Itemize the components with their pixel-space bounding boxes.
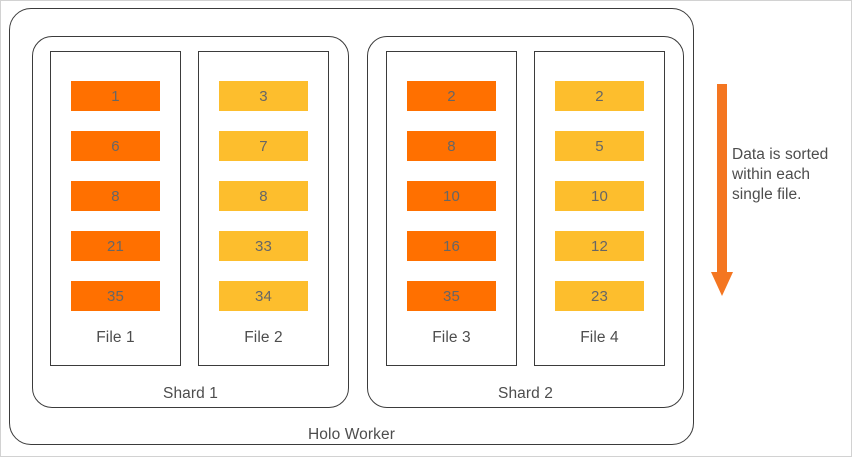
file-label-2: File 2 xyxy=(244,329,283,346)
file-box-3: 2 8 10 16 35 File 3 xyxy=(386,51,517,366)
data-bar: 35 xyxy=(71,281,160,311)
data-bar: 5 xyxy=(555,131,644,161)
arrow-head xyxy=(711,272,733,296)
file-box-2: 3 7 8 33 34 File 2 xyxy=(198,51,329,366)
sort-direction-arrow-icon xyxy=(706,84,738,309)
data-bar: 8 xyxy=(71,181,160,211)
data-bar: 10 xyxy=(407,181,496,211)
data-bar: 21 xyxy=(71,231,160,261)
data-bar: 33 xyxy=(219,231,308,261)
data-bar: 2 xyxy=(555,81,644,111)
arrow-shaft xyxy=(717,84,727,275)
data-bar: 8 xyxy=(219,181,308,211)
data-bar: 12 xyxy=(555,231,644,261)
shard-label-1: Shard 1 xyxy=(163,385,218,402)
shard-container-2: Shard 2 xyxy=(367,36,684,408)
data-bar: 10 xyxy=(555,181,644,211)
data-bar: 1 xyxy=(71,81,160,111)
file-label-3: File 3 xyxy=(432,329,471,346)
data-bar: 6 xyxy=(71,131,160,161)
data-bar: 34 xyxy=(219,281,308,311)
annotation-text: Data is sorted within each single file. xyxy=(732,146,829,203)
shard-container-1: Shard 1 xyxy=(32,36,349,408)
data-bar: 7 xyxy=(219,131,308,161)
data-bar: 23 xyxy=(555,281,644,311)
file-box-1: 1 6 8 21 35 File 1 xyxy=(50,51,181,366)
holo-worker-container: Shard 1 Shard 2 1 6 8 21 35 File 1 3 7 8… xyxy=(9,8,694,445)
holo-worker-label: Holo Worker xyxy=(308,426,395,443)
file-label-4: File 4 xyxy=(580,329,619,346)
data-bar: 35 xyxy=(407,281,496,311)
data-bar: 16 xyxy=(407,231,496,261)
data-bar: 8 xyxy=(407,131,496,161)
shard-label-2: Shard 2 xyxy=(498,385,553,402)
file-box-4: 2 5 10 12 23 File 4 xyxy=(534,51,665,366)
data-bar: 2 xyxy=(407,81,496,111)
data-bar: 3 xyxy=(219,81,308,111)
file-label-1: File 1 xyxy=(96,329,135,346)
